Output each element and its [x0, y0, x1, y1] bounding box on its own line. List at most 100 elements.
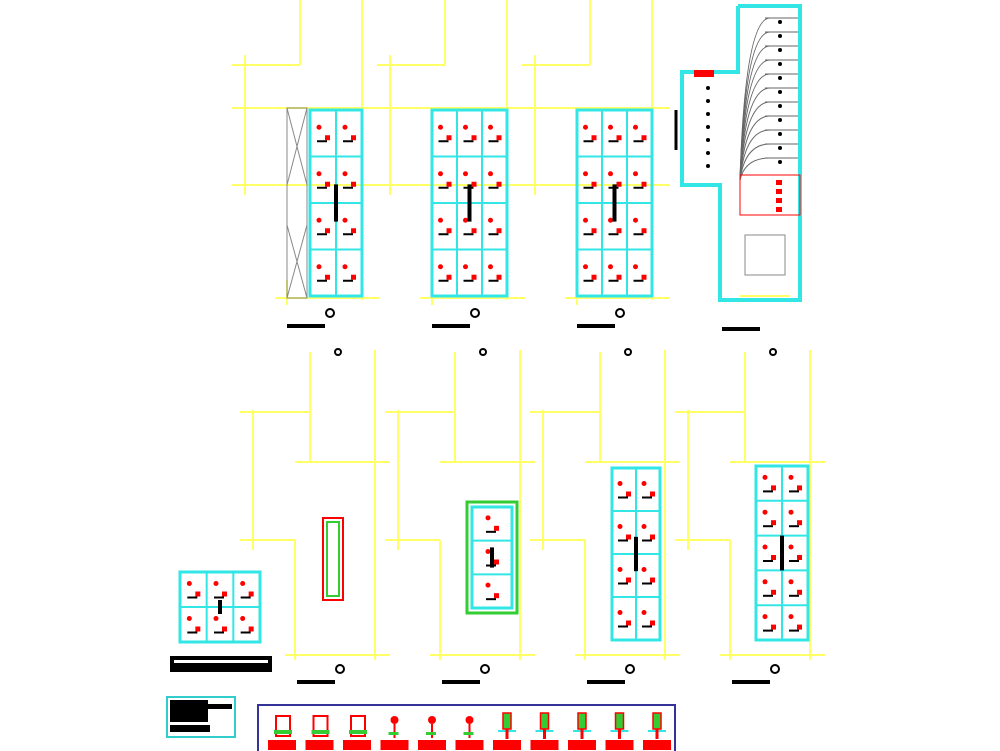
fixture-symbol: [351, 135, 356, 141]
fixture-symbol: [325, 274, 330, 280]
fixture-symbol: [488, 171, 493, 177]
fixture-symbol: [471, 135, 477, 141]
void-cross: [286, 107, 308, 186]
fixture-symbol: [591, 181, 597, 187]
fixture-symbol: [471, 274, 477, 280]
fixture-symbol: [641, 135, 647, 141]
fixture-symbol: [488, 124, 493, 130]
fixture-symbol: [617, 481, 623, 486]
column-marker: [778, 90, 782, 94]
fixture-symbol: [771, 624, 776, 630]
section-marker-icon: [470, 308, 480, 318]
fixture-symbol: [626, 491, 631, 497]
fixture-symbol: [650, 577, 655, 583]
fixture-symbol: [325, 181, 330, 187]
fixture-symbol: [771, 555, 776, 560]
ramp-curve: [739, 157, 771, 181]
fixture-symbol: [213, 581, 219, 586]
legend-symbol-accent: [463, 732, 474, 735]
fixture-symbol: [641, 567, 647, 572]
service-core: [739, 174, 801, 216]
legend-symbol: [350, 715, 366, 737]
fixture-symbol: [776, 207, 782, 212]
fixture-symbol: [342, 264, 348, 270]
fixture-symbol: [771, 485, 776, 491]
fixture-symbol: [342, 217, 348, 223]
fixture-symbol: [195, 591, 201, 597]
fixture-symbol: [776, 198, 782, 203]
fixture-symbol: [488, 264, 493, 270]
fixture-symbol: [694, 70, 714, 77]
fixture-symbol: [213, 616, 219, 621]
fixture-symbol: [608, 171, 613, 177]
fixture-symbol: [488, 217, 493, 223]
fixture-symbol: [316, 217, 322, 223]
fixture-symbol: [496, 135, 502, 141]
column-marker: [706, 164, 710, 168]
fixture-symbol: [641, 181, 647, 187]
fixture-symbol: [583, 124, 588, 130]
fixture-symbol: [195, 626, 201, 632]
symbol-legend: [257, 704, 676, 751]
fixture-symbol: [617, 610, 623, 615]
fixture-symbol: [650, 534, 655, 540]
fixture-symbol: [583, 171, 588, 177]
fixture-symbol: [494, 593, 499, 599]
floor-plan-top-1: [232, 0, 380, 328]
legend-symbol: [275, 715, 291, 737]
column-marker: [778, 20, 782, 24]
fixture-symbol: [351, 274, 356, 280]
void-cross: [286, 224, 308, 299]
fixture-symbol: [626, 534, 631, 540]
fixture-symbol: [762, 579, 768, 585]
core-outline: [326, 521, 340, 597]
fixture-symbol: [583, 217, 588, 223]
fixture-symbol: [797, 485, 802, 491]
fixture-symbol: [641, 481, 647, 486]
floor-plan-small-left: [170, 570, 272, 672]
fixture-symbol: [797, 520, 802, 526]
column-marker: [778, 132, 782, 136]
fixture-symbol: [438, 217, 443, 223]
fixture-symbol: [626, 620, 631, 626]
legend-base-bar: [343, 740, 371, 750]
fixture-symbol: [240, 616, 246, 621]
fixture-symbol: [591, 135, 597, 141]
fixture-symbol: [650, 620, 655, 626]
fixture-symbol: [463, 124, 468, 130]
grid-bottom-4: [675, 348, 825, 684]
legend-symbol: [312, 715, 329, 737]
plan-title-bar: [297, 680, 335, 684]
legend-base-bar: [530, 740, 559, 750]
column-marker: [706, 125, 710, 129]
fixture-symbol: [471, 181, 477, 187]
note-text-block: [170, 700, 208, 722]
ramp-curve: [739, 45, 771, 181]
fixture-symbol: [608, 217, 613, 223]
section-marker-icon: [625, 664, 635, 674]
plan-title-bar: [432, 324, 470, 328]
fixture-symbol: [616, 228, 622, 234]
fixture-symbol: [788, 509, 794, 515]
section-marker-icon: [325, 308, 335, 318]
fixture-symbol: [762, 474, 768, 480]
fixture-symbol: [771, 589, 776, 595]
fixture-symbol: [446, 228, 452, 234]
legend-symbol: [539, 712, 550, 730]
fixture-symbol: [248, 626, 254, 632]
fixture-symbol: [633, 217, 638, 223]
section-marker-icon: [615, 308, 625, 318]
plan-title-bar: [577, 324, 615, 328]
fixture-symbol: [591, 228, 597, 234]
legend-symbol: [465, 716, 474, 724]
fixture-symbol: [325, 228, 330, 234]
title-block: [170, 656, 272, 672]
fixture-symbol: [650, 491, 655, 497]
building-outline: [470, 505, 514, 610]
fixture-symbol: [797, 555, 802, 560]
legend-frame: [257, 704, 676, 751]
fixture-symbol: [485, 515, 491, 521]
section-marker-icon: [479, 348, 487, 356]
fixture-symbol: [316, 264, 322, 270]
